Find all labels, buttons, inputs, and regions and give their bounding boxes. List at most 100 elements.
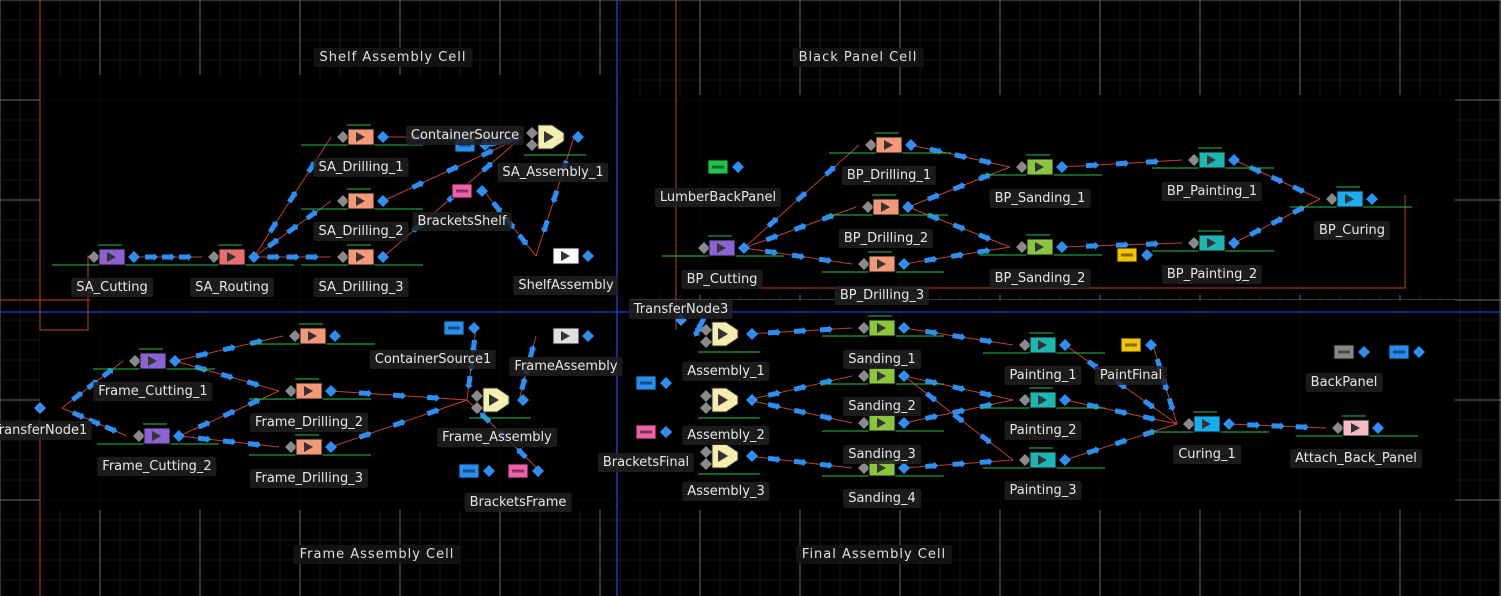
- bp-painting-2-object[interactable]: [1152, 230, 1274, 252]
- output-node-icon[interactable]: [1141, 249, 1153, 261]
- output-node-icon[interactable]: [1059, 339, 1071, 351]
- output-node-icon[interactable]: [746, 394, 758, 406]
- input-node-icon[interactable]: [88, 251, 100, 263]
- bp-painting-1-object[interactable]: [1152, 147, 1274, 169]
- painting-1-object[interactable]: [983, 332, 1105, 354]
- backpanel-object[interactable]: [1333, 344, 1370, 360]
- lumberbackpanel-object[interactable]: [707, 159, 744, 175]
- output-node-icon[interactable]: [483, 465, 495, 477]
- output-node-icon[interactable]: [738, 242, 750, 254]
- frame-src-a-object[interactable]: [458, 463, 495, 479]
- attach-back-panel-object[interactable]: [1296, 415, 1418, 437]
- output-node-icon[interactable]: [898, 417, 910, 429]
- input-node-icon[interactable]: [208, 251, 220, 263]
- sanding-4-object[interactable]: [822, 455, 944, 477]
- bp-curing-object[interactable]: [1290, 186, 1412, 208]
- bp-drilling-2-object[interactable]: [826, 194, 948, 216]
- input-node-icon[interactable]: [700, 458, 712, 470]
- backpanel-in-object[interactable]: [1388, 344, 1425, 360]
- output-node-icon[interactable]: [898, 462, 910, 474]
- shelfassembly-object[interactable]: [552, 247, 594, 265]
- input-node-icon[interactable]: [700, 390, 712, 402]
- sanding-3-object[interactable]: [822, 410, 944, 432]
- output-node-icon[interactable]: [517, 394, 529, 406]
- input-node-icon[interactable]: [1019, 339, 1031, 351]
- output-node-icon[interactable]: [377, 195, 389, 207]
- output-node-icon[interactable]: [325, 441, 337, 453]
- input-node-icon[interactable]: [337, 131, 349, 143]
- sa-cutting-object[interactable]: [52, 244, 174, 266]
- input-node-icon[interactable]: [858, 417, 870, 429]
- sa-assembly-1-object[interactable]: [524, 124, 586, 156]
- output-node-icon[interactable]: [128, 251, 140, 263]
- sa-drilling-1-object[interactable]: [301, 124, 423, 146]
- sa-routing-object[interactable]: [172, 244, 294, 266]
- input-node-icon[interactable]: [858, 370, 870, 382]
- transfernode1-object[interactable]: [34, 402, 46, 414]
- output-node-icon[interactable]: [905, 139, 917, 151]
- bp-cutting-object[interactable]: [662, 235, 784, 257]
- input-node-icon[interactable]: [1016, 161, 1028, 173]
- frame-drilling-3-object[interactable]: [249, 434, 371, 456]
- input-node-icon[interactable]: [133, 430, 145, 442]
- curing-1-object[interactable]: [1147, 411, 1269, 433]
- input-node-icon[interactable]: [1183, 418, 1195, 430]
- output-node-icon[interactable]: [325, 385, 337, 397]
- input-node-icon[interactable]: [129, 355, 141, 367]
- output-node-icon[interactable]: [1059, 394, 1071, 406]
- sanding-1-object[interactable]: [822, 315, 944, 337]
- frame-drilling-2-object[interactable]: [249, 378, 371, 400]
- input-node-icon[interactable]: [526, 139, 538, 151]
- input-node-icon[interactable]: [1016, 241, 1028, 253]
- output-node-icon[interactable]: [660, 377, 672, 389]
- input-node-icon[interactable]: [1332, 422, 1344, 434]
- input-node-icon[interactable]: [862, 201, 874, 213]
- input-node-icon[interactable]: [700, 336, 712, 348]
- input-node-icon[interactable]: [289, 330, 301, 342]
- output-node-icon[interactable]: [1059, 454, 1071, 466]
- output-node-icon[interactable]: [902, 201, 914, 213]
- output-node-icon[interactable]: [746, 450, 758, 462]
- containersource1-object[interactable]: [443, 320, 480, 336]
- output-node-icon[interactable]: [898, 370, 910, 382]
- output-node-icon[interactable]: [1358, 346, 1370, 358]
- input-node-icon[interactable]: [858, 462, 870, 474]
- output-node-icon[interactable]: [660, 426, 672, 438]
- input-node-icon[interactable]: [1188, 154, 1200, 166]
- output-node-icon[interactable]: [732, 161, 744, 173]
- output-node-icon[interactable]: [1145, 339, 1157, 351]
- output-node-icon[interactable]: [476, 185, 488, 197]
- output-node-icon[interactable]: [377, 131, 389, 143]
- painting-3-object[interactable]: [983, 447, 1105, 469]
- final-src-a-object[interactable]: [635, 375, 672, 391]
- output-node-icon[interactable]: [746, 328, 758, 340]
- output-node-icon[interactable]: [1413, 346, 1425, 358]
- output-node-icon[interactable]: [898, 322, 910, 334]
- painting-2-object[interactable]: [983, 387, 1105, 409]
- frame-drilling-1-object[interactable]: [253, 323, 375, 345]
- final-src-b-object[interactable]: [635, 424, 672, 440]
- frame-cutting-2-object[interactable]: [97, 423, 219, 445]
- input-node-icon[interactable]: [698, 242, 710, 254]
- output-node-icon[interactable]: [1228, 154, 1240, 166]
- output-node-icon[interactable]: [169, 355, 181, 367]
- bp-drilling-3-object[interactable]: [822, 251, 944, 273]
- output-node-icon[interactable]: [1366, 193, 1378, 205]
- bp-sanding-1-object[interactable]: [980, 154, 1102, 176]
- input-node-icon[interactable]: [337, 195, 349, 207]
- frameassembly-object[interactable]: [552, 327, 594, 345]
- bracketsframe-object[interactable]: [507, 463, 544, 479]
- input-node-icon[interactable]: [337, 251, 349, 263]
- paintfinal-object[interactable]: [1120, 337, 1157, 353]
- output-node-icon[interactable]: [1372, 422, 1384, 434]
- assembly-3-object[interactable]: [698, 443, 760, 475]
- output-node-icon[interactable]: [248, 251, 260, 263]
- sa-drilling-3-object[interactable]: [301, 244, 423, 266]
- bp-sanding-2-object[interactable]: [980, 234, 1102, 256]
- input-node-icon[interactable]: [471, 402, 483, 414]
- input-node-icon[interactable]: [285, 441, 297, 453]
- frame-cutting-1-object[interactable]: [93, 348, 215, 370]
- frame-assembly-object[interactable]: [469, 387, 531, 419]
- input-node-icon[interactable]: [1019, 394, 1031, 406]
